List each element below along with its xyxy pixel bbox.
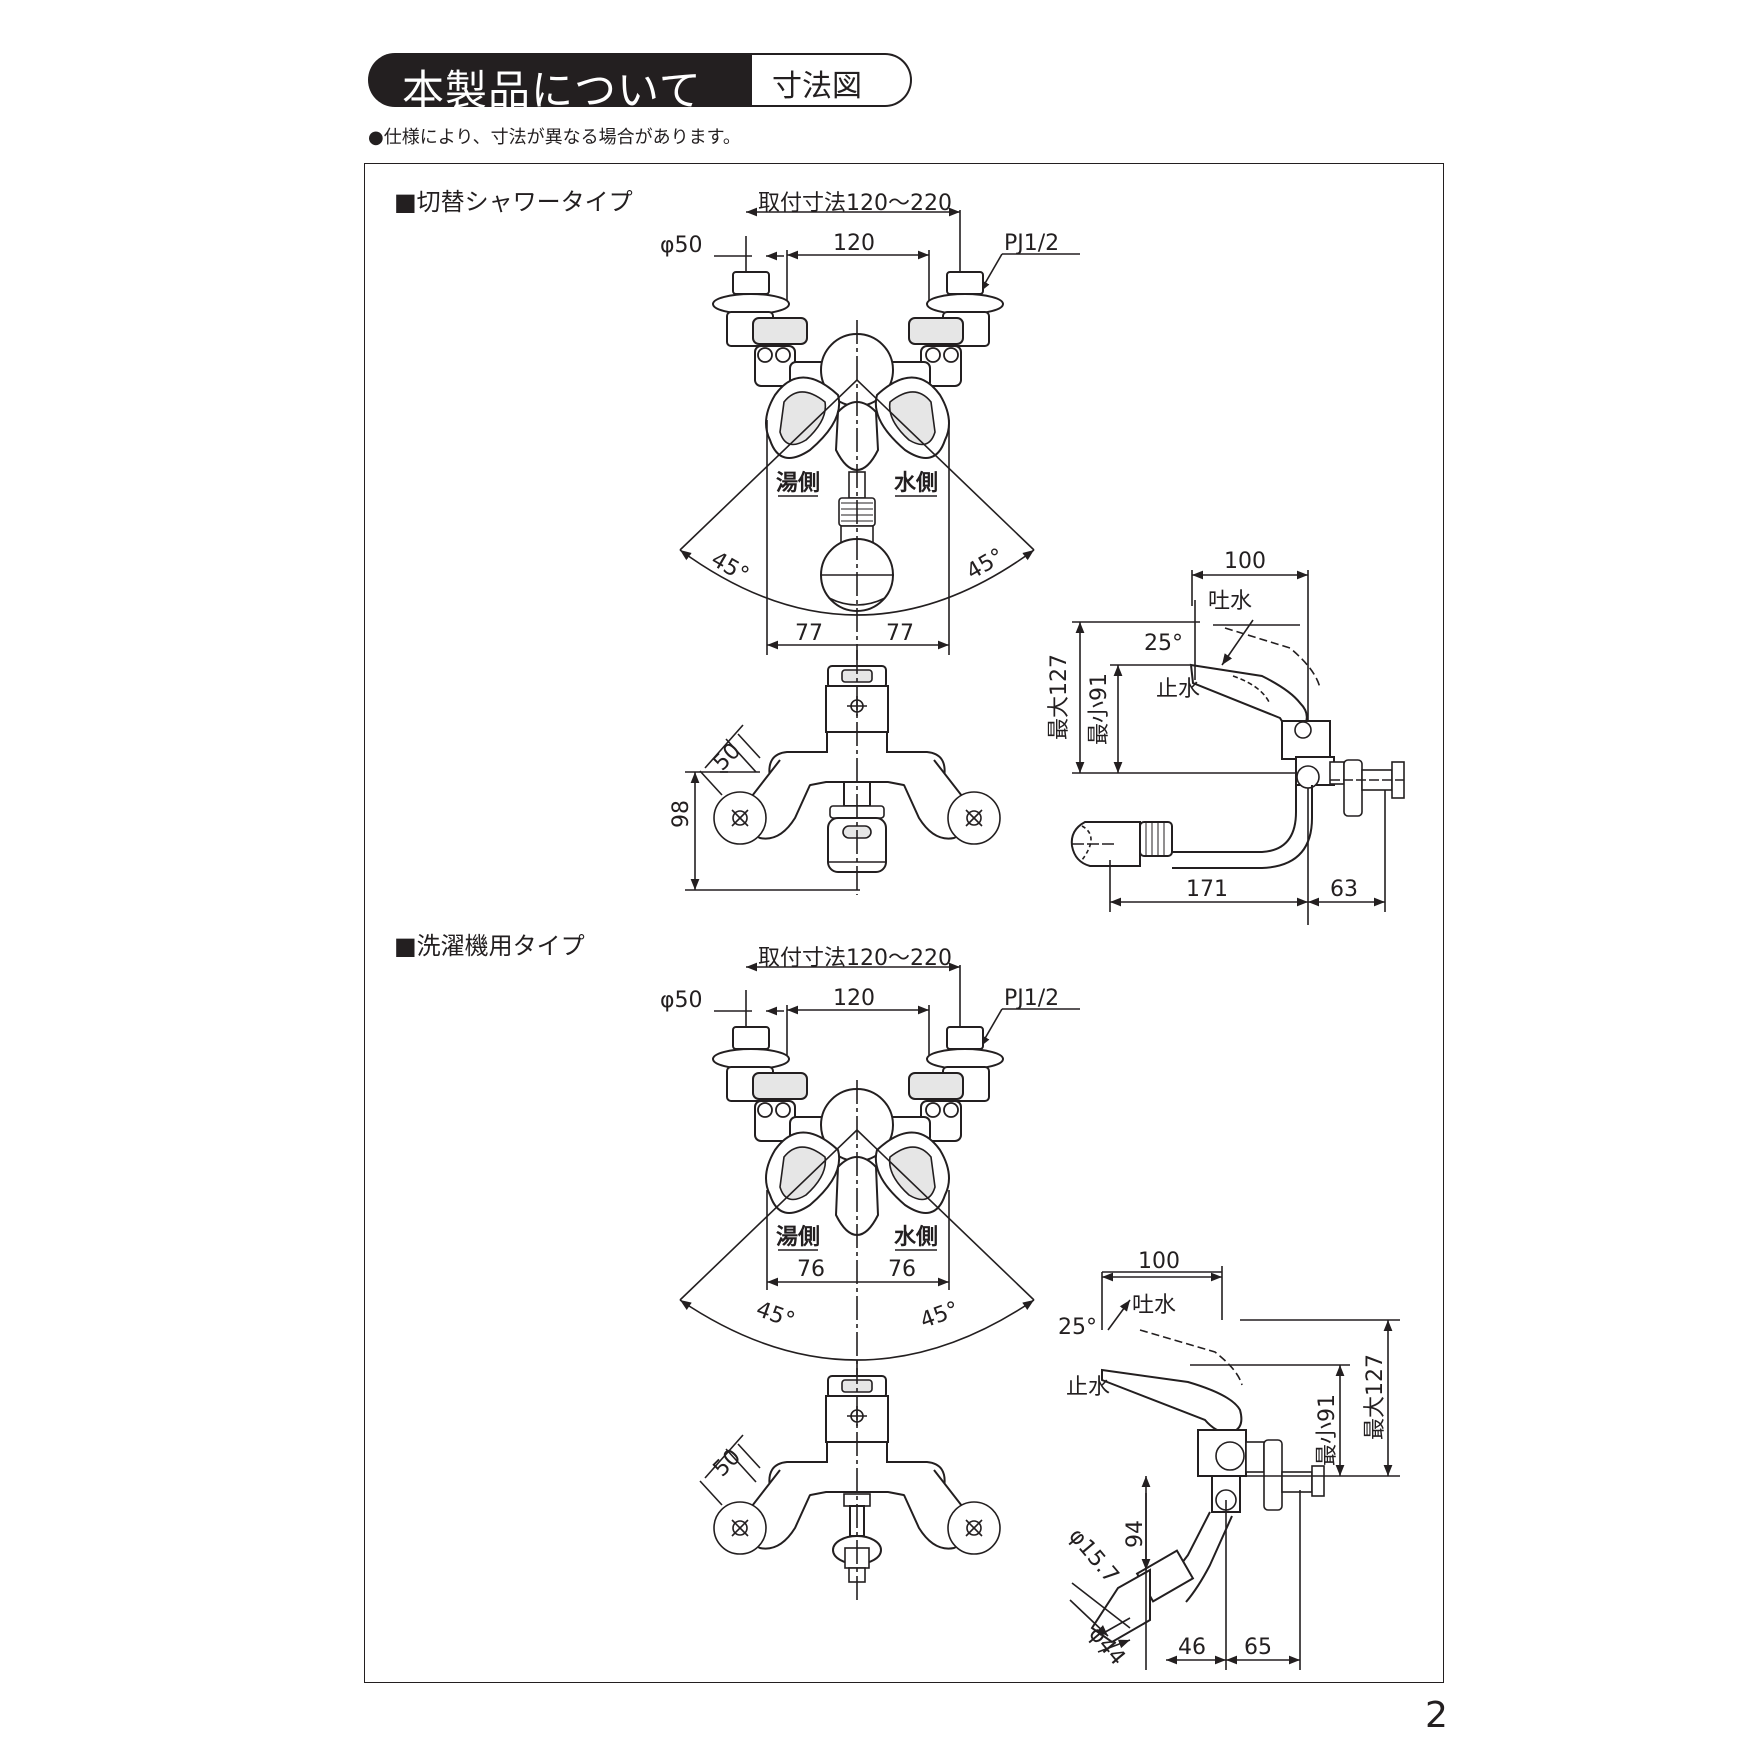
washer-top-view — [679, 962, 1080, 1375]
washer-side-view — [1069, 1266, 1400, 1670]
label-angle-left: 45° — [707, 547, 753, 588]
spec-note: ●仕様により、寸法が異なる場合があります。 — [368, 127, 741, 148]
label-cold: 水側 — [894, 471, 938, 496]
label-d46: 46 — [1178, 1635, 1206, 1660]
shower-top-view — [679, 207, 1080, 660]
label-half-left: 77 — [795, 621, 823, 646]
label-pitch-2: 120 — [833, 986, 875, 1011]
label-cold-2: 水側 — [894, 1225, 938, 1250]
section-header: 本製品について 寸法図 — [368, 53, 913, 115]
label-thread: PJ1/2 — [1004, 231, 1059, 256]
shower-labels: 取付寸法120～220 120 φ50 PJ1/2 湯側 水側 45° 45° … — [660, 191, 1358, 902]
label-mount-range: 取付寸法120～220 — [758, 191, 952, 216]
washer-front-view — [699, 1360, 1001, 1600]
shower-front-view — [685, 650, 1001, 895]
label-d98: 98 — [669, 800, 694, 828]
label-spout: 吐水 — [1208, 589, 1252, 614]
section-title-washer: ■洗濯機用タイプ — [394, 932, 585, 960]
label-d50-2: 50 — [709, 1445, 746, 1482]
label-d157: φ15.7 — [1063, 1524, 1123, 1589]
section-title-shower: ■切替シャワータイプ — [394, 188, 633, 216]
label-angle-left-2: 45° — [753, 1297, 798, 1334]
label-max: 最大127 — [1047, 654, 1072, 740]
label-angle-25-2: 25° — [1058, 1315, 1097, 1340]
label-angle-25: 25° — [1144, 631, 1183, 656]
label-min-2: 最小91 — [1315, 1394, 1340, 1466]
page-number: 2 — [1425, 1695, 1448, 1736]
label-pitch: 120 — [833, 231, 875, 256]
label-d171: 171 — [1186, 877, 1228, 902]
label-d63: 63 — [1330, 877, 1358, 902]
label-thread-2: PJ1/2 — [1004, 986, 1059, 1011]
label-hot-2: 湯側 — [776, 1225, 820, 1250]
label-angle-right-2: 45° — [917, 1297, 962, 1334]
label-dia-2: φ50 — [660, 988, 703, 1013]
label-d100-2: 100 — [1138, 1249, 1180, 1274]
label-d50: 50 — [709, 739, 746, 776]
label-half-right: 77 — [886, 621, 914, 646]
label-d100: 100 — [1224, 549, 1266, 574]
label-max-2: 最大127 — [1363, 1354, 1388, 1440]
header-subtitle: 寸法図 — [772, 69, 862, 104]
label-hot: 湯側 — [776, 471, 820, 496]
label-angle-right: 45° — [962, 544, 1008, 585]
header-subtitle-box: 寸法図 — [752, 53, 912, 107]
label-stop-2: 止水 — [1066, 1375, 1110, 1400]
label-mount-range-2: 取付寸法120～220 — [758, 946, 952, 971]
header-title-box: 本製品について — [368, 53, 758, 115]
label-stop: 止水 — [1156, 677, 1200, 702]
label-half-right-2: 76 — [888, 1257, 916, 1282]
header-title: 本製品について — [402, 66, 702, 115]
label-d65: 65 — [1244, 1635, 1272, 1660]
label-min: 最小91 — [1087, 673, 1112, 745]
diagram-frame — [364, 163, 1444, 1683]
label-spout-2: 吐水 — [1132, 1293, 1176, 1318]
shower-side-view — [1070, 570, 1405, 925]
label-d94: 94 — [1123, 1520, 1148, 1548]
label-half-left-2: 76 — [797, 1257, 825, 1282]
label-dia: φ50 — [660, 233, 703, 258]
